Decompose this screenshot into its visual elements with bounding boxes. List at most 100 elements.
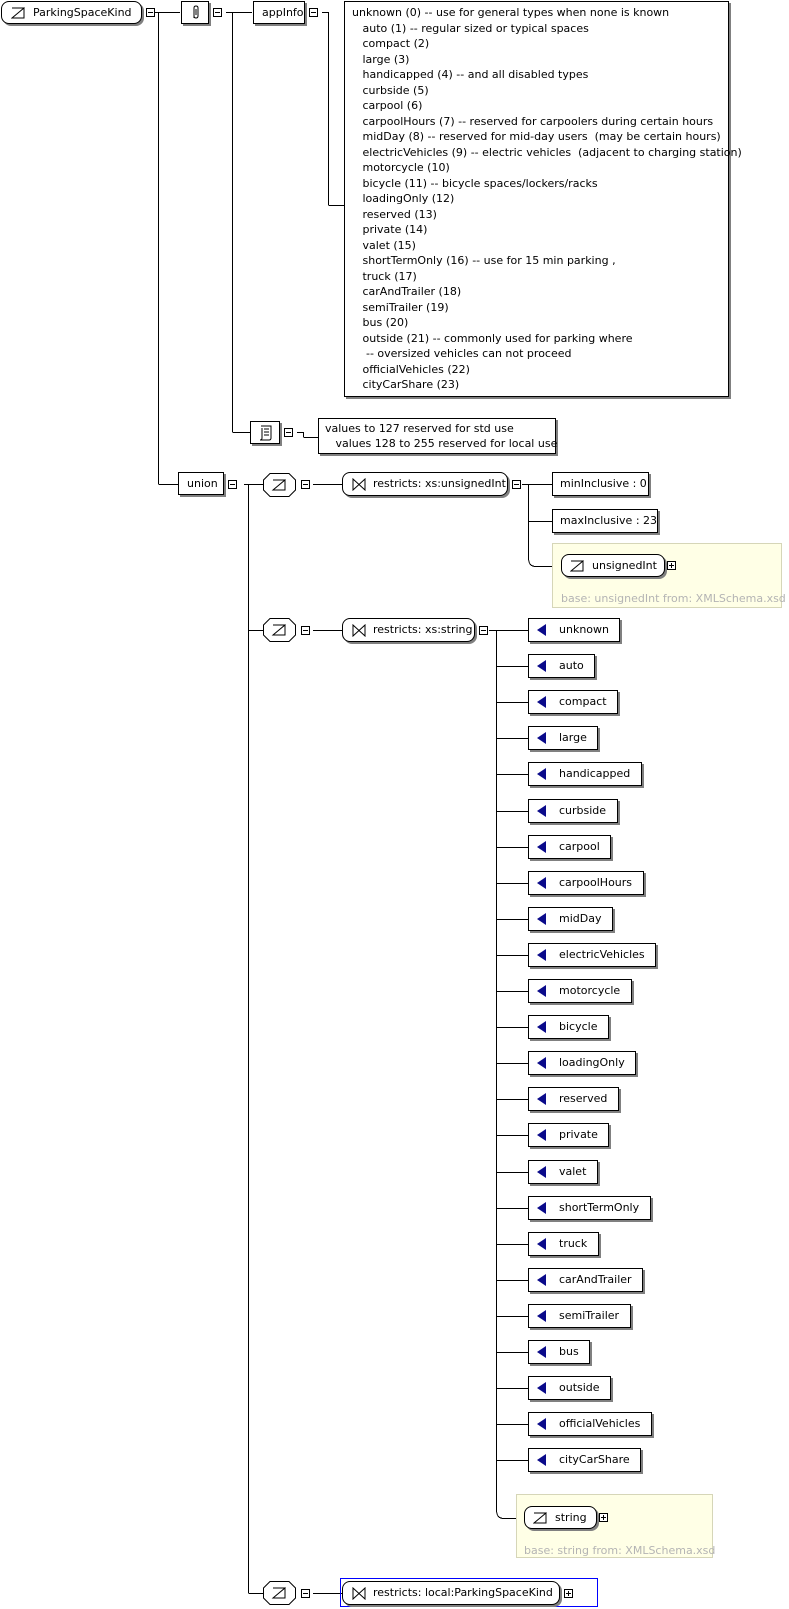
doc-line: shortTermOnly (16) -- use for 15 min par… (352, 254, 616, 267)
collapse-toggle[interactable] (284, 428, 293, 437)
enumeration-icon (537, 732, 546, 744)
collapse-toggle[interactable] (228, 480, 237, 489)
enumeration-icon (537, 1382, 546, 1394)
enum-item-electricVehicles[interactable]: electricVehicles (528, 943, 656, 967)
base-type-string[interactable]: string (524, 1506, 597, 1529)
enum-label: carpoolHours (559, 876, 633, 889)
enum-item-loadingOnly[interactable]: loadingOnly (528, 1051, 636, 1075)
enum-item-unknown[interactable]: unknown (528, 618, 620, 642)
expand-toggle[interactable] (667, 561, 676, 570)
enum-item-bicycle[interactable]: bicycle (528, 1015, 609, 1039)
simple-type-icon (11, 7, 25, 19)
doc-line: valet (15) (352, 238, 416, 252)
enumeration-icon (537, 985, 546, 997)
restriction-icon (352, 478, 366, 491)
appinfo-label: appInfo (262, 6, 304, 19)
base-type-unsignedint[interactable]: unsignedInt (561, 554, 665, 577)
enum-item-midDay[interactable]: midDay (528, 907, 613, 931)
doc-line: values 128 to 255 reserved for local use (325, 437, 558, 450)
base-type-name: unsignedInt (592, 559, 657, 572)
union-label: union (187, 477, 218, 490)
enum-label: shortTermOnly (559, 1201, 640, 1214)
collapse-toggle[interactable] (309, 8, 318, 17)
collapse-toggle[interactable] (301, 480, 310, 489)
expand-toggle[interactable] (564, 1589, 573, 1598)
facet-max-inclusive[interactable]: maxInclusive : 23 (552, 509, 658, 533)
doc-line: electricVehicles (9) -- electric vehicle… (352, 145, 742, 159)
enumeration-icon (537, 1418, 546, 1430)
collapse-toggle[interactable] (301, 626, 310, 635)
enum-item-private[interactable]: private (528, 1123, 609, 1147)
simple-type-node[interactable] (263, 618, 297, 642)
collapse-toggle[interactable] (512, 480, 521, 489)
doc-line: midDay (8) -- reserved for mid-day users… (352, 130, 721, 143)
simple-type-node[interactable] (263, 473, 297, 497)
enum-label: curbside (559, 804, 607, 817)
enum-item-carpool[interactable]: carpool (528, 835, 611, 859)
enum-label: cityCarShare (559, 1453, 630, 1466)
expand-toggle[interactable] (599, 1513, 608, 1522)
restriction-box-string[interactable]: restricts: xs:string (342, 618, 475, 642)
enum-label: carAndTrailer (559, 1273, 632, 1286)
enumeration-icon (537, 913, 546, 925)
enumeration-icon (537, 1021, 546, 1033)
base-type-name: string (555, 1511, 587, 1524)
enumeration-icon (537, 841, 546, 853)
restriction-box-unsignedint[interactable]: restricts: xs:unsignedInt (342, 472, 508, 496)
enum-item-carpoolHours[interactable]: carpoolHours (528, 871, 644, 895)
doc-line: loadingOnly (12) (352, 192, 455, 205)
enumeration-icon (537, 696, 546, 708)
enum-item-outside[interactable]: outside (528, 1376, 611, 1400)
enum-item-valet[interactable]: valet (528, 1160, 598, 1184)
simple-type-node[interactable] (263, 1581, 297, 1605)
union-box[interactable]: union (178, 472, 224, 495)
doc-line: curbside (5) (352, 83, 429, 97)
root-type-box[interactable]: ParkingSpaceKind (1, 1, 142, 24)
annotation-box[interactable] (181, 1, 209, 24)
enum-item-auto[interactable]: auto (528, 654, 595, 678)
base-type-note: base: string from: XMLSchema.xsd (524, 1544, 716, 1557)
enum-item-motorcycle[interactable]: motorcycle (528, 979, 632, 1003)
enum-label: bicycle (559, 1020, 598, 1033)
enum-item-handicapped[interactable]: handicapped (528, 762, 642, 786)
enumeration-icon (537, 624, 546, 636)
enum-item-reserved[interactable]: reserved (528, 1087, 619, 1111)
enum-item-shortTermOnly[interactable]: shortTermOnly (528, 1196, 651, 1220)
enum-label: midDay (559, 912, 602, 925)
doc-line: truck (17) (352, 269, 417, 283)
enum-item-compact[interactable]: compact (528, 690, 618, 714)
enum-item-large[interactable]: large (528, 726, 598, 750)
appinfo-box[interactable]: appInfo (253, 1, 305, 24)
collapse-toggle[interactable] (213, 8, 222, 17)
enum-label: compact (559, 695, 607, 708)
enum-item-carAndTrailer[interactable]: carAndTrailer (528, 1268, 643, 1292)
collapse-toggle[interactable] (301, 1589, 310, 1598)
doc-line: carpool (6) (352, 99, 423, 112)
restriction-box-local[interactable]: restricts: local:ParkingSpaceKind (342, 1581, 560, 1605)
enum-item-bus[interactable]: bus (528, 1340, 590, 1364)
enumeration-icon (537, 877, 546, 889)
facet-min-inclusive[interactable]: minInclusive : 0 (552, 472, 649, 496)
enum-item-curbside[interactable]: curbside (528, 799, 618, 823)
doc-line: handicapped (4) -- and all disabled type… (352, 68, 589, 81)
enumeration-icon (537, 1057, 546, 1069)
enumeration-icon (537, 1310, 546, 1322)
doc-line: reserved (13) (352, 207, 437, 221)
facet-label: minInclusive : 0 (560, 477, 647, 490)
enum-item-semiTrailer[interactable]: semiTrailer (528, 1304, 631, 1328)
enum-label: bus (559, 1345, 579, 1358)
collapse-toggle[interactable] (479, 626, 488, 635)
enum-label: carpool (559, 840, 600, 853)
doc-line: private (14) (352, 223, 428, 236)
enumeration-icon (537, 1093, 546, 1105)
collapse-toggle[interactable] (146, 8, 155, 17)
doc-line: carpoolHours (7) -- reserved for carpool… (352, 114, 714, 128)
enum-item-officialVehicles[interactable]: officialVehicles (528, 1412, 652, 1436)
enumeration-icon (537, 949, 546, 961)
enum-label: outside (559, 1381, 600, 1394)
enum-item-cityCarShare[interactable]: cityCarShare (528, 1448, 641, 1472)
documentation-box[interactable] (250, 421, 280, 444)
document-scroll-icon (259, 425, 272, 441)
enum-item-truck[interactable]: truck (528, 1232, 599, 1256)
